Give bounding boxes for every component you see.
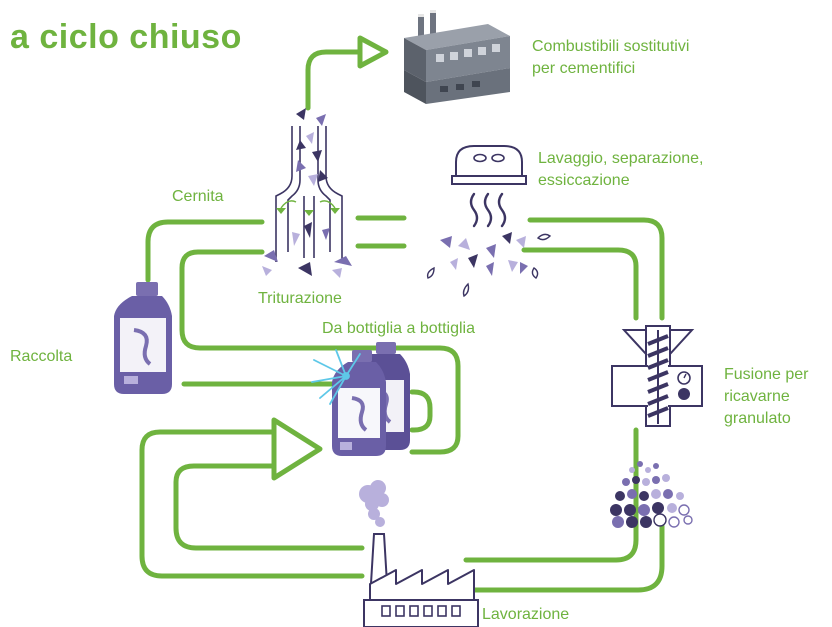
path-wash-right-inner bbox=[521, 247, 639, 321]
label-washing-line-2: essiccazione bbox=[538, 172, 630, 189]
path-left-loop-inner bbox=[173, 463, 365, 551]
bottle-icon bbox=[114, 282, 172, 394]
factory-building-icon bbox=[404, 10, 510, 104]
path-melt-down-outer bbox=[463, 523, 665, 593]
label-melting-line-3: granulato bbox=[724, 410, 791, 427]
spark-icon bbox=[311, 349, 361, 405]
arrow-to-fuel bbox=[357, 35, 389, 69]
path-left-outer bbox=[145, 219, 265, 283]
label-fuel-line-1: Combustibili sostitutivi bbox=[532, 38, 690, 55]
path-left-down bbox=[179, 293, 461, 455]
label-cernita: Cernita bbox=[172, 188, 224, 205]
label-washing: Lavaggio, separazione, essiccazione bbox=[538, 148, 703, 192]
arrow-to-bottles bbox=[271, 417, 323, 481]
path-left-inner bbox=[179, 249, 265, 299]
washer-icon bbox=[426, 145, 552, 298]
path-wash-right-outer bbox=[527, 217, 665, 321]
label-melting: Fusione per ricavarne granulato bbox=[724, 364, 809, 430]
bottles-pair-icon bbox=[332, 342, 410, 456]
label-shredding: Triturazione bbox=[258, 290, 342, 307]
plant-factory-icon bbox=[359, 480, 479, 627]
label-washing-line-1: Lavaggio, separazione, bbox=[538, 150, 704, 167]
page-title: a ciclo chiuso bbox=[10, 18, 242, 56]
label-processing: Lavorazione bbox=[482, 606, 570, 623]
path-to-fuel bbox=[305, 49, 365, 111]
label-collection: Raccolta bbox=[10, 348, 73, 365]
label-melting-line-2: ricavarne bbox=[724, 388, 790, 405]
label-fuel-line-2: per cementifici bbox=[532, 60, 636, 77]
melting-extruder-icon bbox=[611, 325, 703, 427]
granulate-icon bbox=[610, 461, 693, 528]
path-bottle-loop bbox=[409, 389, 433, 433]
label-melting-line-1: Fusione per bbox=[724, 366, 809, 383]
label-fuel: Combustibili sostitutivi per cementifici bbox=[532, 36, 689, 80]
path-melt-down-inner bbox=[463, 427, 639, 563]
shredder-icon bbox=[262, 108, 352, 278]
label-bottle-to-bottle: Da bottiglia a bottiglia bbox=[322, 320, 475, 337]
path-left-loop-outer bbox=[139, 429, 365, 579]
